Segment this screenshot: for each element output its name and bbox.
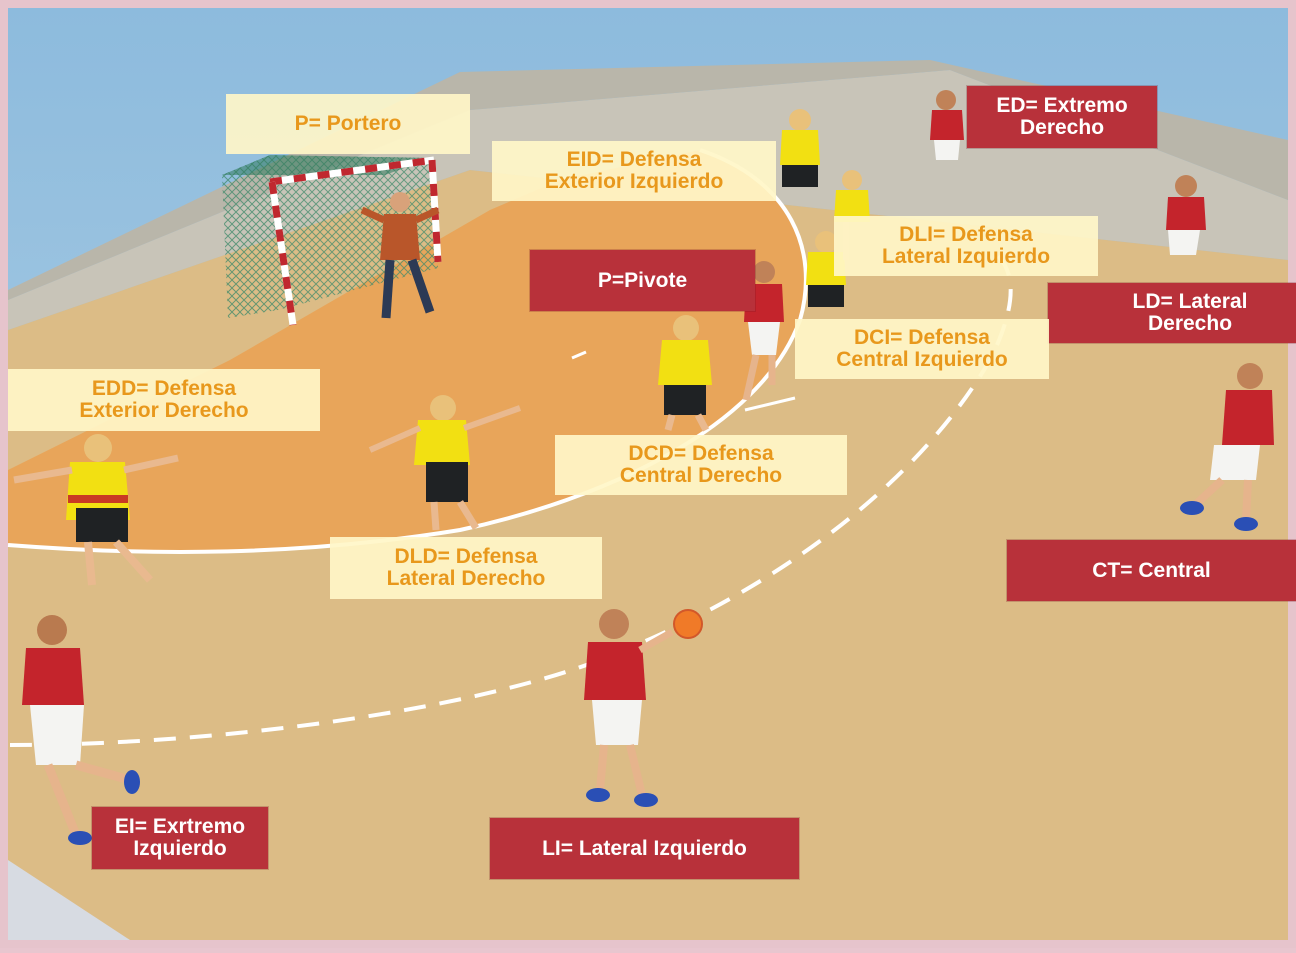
attacker-ei <box>22 615 140 845</box>
label-dld: DLD= Defensa Lateral Derecho <box>330 537 602 599</box>
defender-dcd <box>658 315 712 432</box>
defender-edd <box>13 434 179 586</box>
label-li: LI= Lateral Izquierdo <box>490 818 799 879</box>
label-eid: EID= Defensa Exterior Izquierdo <box>492 141 776 201</box>
label-ld: LD= Lateral Derecho <box>1048 283 1296 343</box>
label-dci: DCI= Defensa Central Izquierdo <box>795 319 1049 379</box>
label-dli: DLI= Defensa Lateral Izquierdo <box>834 216 1098 276</box>
label-portero: P= Portero <box>226 94 470 154</box>
seven-meter-mark <box>744 396 796 412</box>
defender-eid <box>780 109 820 187</box>
goalkeeper <box>360 192 440 319</box>
label-ed: ED= Extremo Derecho <box>967 86 1157 148</box>
defender-dld <box>368 395 522 531</box>
attacker-ct <box>1180 363 1274 531</box>
label-pivote: P=Pivote <box>530 250 755 311</box>
label-ei: EI= Exrtremo Izquierdo <box>92 807 268 869</box>
goalkeeper-line <box>571 350 587 360</box>
label-dcd: DCD= Defensa Central Derecho <box>555 435 847 495</box>
attacker-ed <box>930 90 964 160</box>
label-ct: CT= Central <box>1007 540 1296 601</box>
attacker-li <box>584 609 674 807</box>
attacker-ld <box>1166 175 1206 255</box>
label-edd: EDD= Defensa Exterior Derecho <box>8 369 320 431</box>
court-side-line <box>8 860 130 940</box>
ball <box>673 609 703 639</box>
